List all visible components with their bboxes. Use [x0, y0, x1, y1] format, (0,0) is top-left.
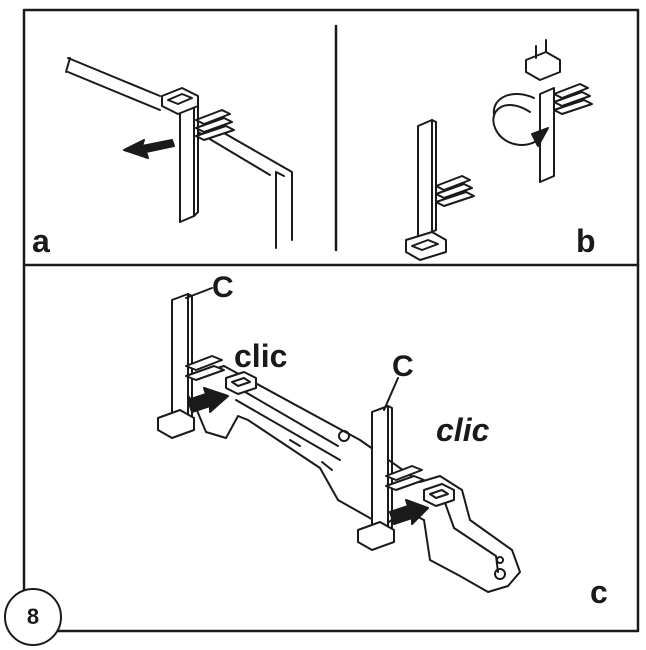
callout-c-lower: C	[392, 350, 414, 383]
rotation-arrowhead	[531, 127, 549, 147]
mount-hole-1	[338, 430, 350, 442]
panel-c-label: c	[590, 574, 608, 610]
push-arrow-right	[389, 499, 429, 525]
comb-left	[435, 175, 475, 207]
cabinet-side	[209, 124, 293, 249]
step-number: 8	[26, 604, 40, 629]
panel-a-drawing	[65, 57, 293, 249]
bracket-bar-right	[539, 87, 555, 183]
bracket-bar-left	[417, 119, 433, 239]
outer-frame	[22, 8, 640, 633]
panel-b-label: b	[576, 223, 596, 259]
mount-hole-3	[496, 556, 504, 564]
comb-right	[553, 83, 593, 115]
cabinet-edge	[197, 131, 271, 176]
pull-arrow	[123, 139, 175, 159]
comb-teeth	[195, 109, 235, 141]
panel-c-drawing	[157, 287, 521, 593]
mount-hole-2	[494, 568, 506, 580]
foot-left	[157, 409, 195, 439]
clip-c-right	[423, 483, 455, 507]
rail-profile	[65, 57, 161, 111]
panel-a-label: a	[32, 223, 50, 259]
foot-right	[357, 521, 395, 551]
comb-c-right	[385, 465, 425, 491]
panel-b-drawing	[405, 39, 593, 261]
base-plate	[177, 365, 521, 593]
clip-c-left	[225, 371, 257, 395]
step-number-badge: 8	[4, 588, 62, 646]
click-label-left: clic	[234, 338, 288, 374]
clip-head-right	[525, 51, 561, 81]
leader-c-upper	[185, 287, 213, 299]
rotation-arrow	[492, 104, 541, 146]
callout-c-upper: C	[212, 271, 234, 304]
clip-head	[161, 87, 199, 115]
leader-c-lower	[383, 377, 399, 411]
comb-c-left	[185, 355, 225, 381]
click-label-right: clic	[436, 412, 490, 448]
base-foot	[405, 231, 447, 261]
bracket-bar	[179, 101, 195, 223]
push-arrow-left	[187, 387, 229, 413]
